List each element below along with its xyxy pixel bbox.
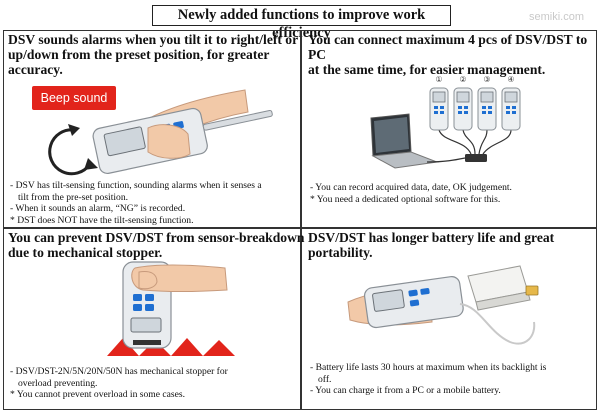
- device-screen: [130, 317, 162, 333]
- battery-heading-line: portability.: [308, 245, 373, 260]
- grid-divider-vertical: [300, 30, 302, 410]
- stopper-note: * You cannot prevent overload in some ca…: [10, 389, 186, 400]
- charging-cable: [459, 303, 536, 345]
- tilt-note: - When it sounds an alarm, “NG” is recor…: [10, 203, 186, 214]
- page-title: Newly added functions to improve work ef…: [152, 5, 451, 41]
- tilt-heading-line: DSV sounds alarms when you tilt it to ri…: [8, 32, 299, 47]
- device-number-label: ③: [483, 75, 490, 84]
- battery-heading-line: DSV/DST has longer battery life and grea…: [308, 230, 555, 245]
- pc-note: - You can record acquired data, date, OK…: [310, 182, 512, 193]
- hand-shape: [138, 271, 158, 290]
- laptop: [370, 113, 439, 169]
- rotation-arrow-head: [68, 124, 80, 136]
- tilt-note: tilt from the pre-set position.: [18, 191, 129, 203]
- grid-divider-horizontal: [3, 227, 597, 229]
- tilt-notes: - DSV has tilt-sensing function, soundin…: [10, 180, 298, 226]
- stopper-heading-line: You can prevent DSV/DST from sensor-brea…: [8, 230, 305, 245]
- device-cables: [438, 129, 512, 155]
- device-screen: [103, 126, 146, 157]
- stopper-heading-line: due to mechanical stopper.: [8, 245, 163, 260]
- pc-heading-line: You can connect maximum 4 pcs of DSV/DST…: [308, 32, 588, 62]
- tilt-heading-line: up/down from the preset position, for gr…: [8, 47, 270, 62]
- tilt-illustration: [48, 89, 273, 176]
- watermark: semiki.com: [528, 11, 584, 23]
- device-4: [501, 87, 521, 131]
- pc-heading: You can connect maximum 4 pcs of DSV/DST…: [308, 32, 600, 77]
- stopper-note: - DSV/DST-2N/5N/20N/50N has mechanical s…: [10, 366, 228, 377]
- stopper-notes: - DSV/DST-2N/5N/20N/50N has mechanical s…: [10, 366, 298, 401]
- device-number-label: ②: [459, 75, 466, 84]
- battery-note: - Battery life lasts 30 hours at maximum…: [310, 362, 547, 373]
- battery-illustration: [347, 265, 539, 345]
- device-1: [429, 87, 449, 131]
- device-shaft: [202, 109, 273, 131]
- hand-shape: [147, 124, 191, 159]
- device-2: [453, 87, 473, 131]
- device-button: [145, 304, 154, 311]
- device-button: [133, 304, 142, 311]
- device-number-label: ④: [507, 75, 514, 84]
- tilt-heading: DSV sounds alarms when you tilt it to ri…: [8, 32, 298, 77]
- tilt-note: * DST does NOT have the tilt-sensing fun…: [10, 214, 194, 226]
- battery-heading: DSV/DST has longer battery life and grea…: [308, 230, 554, 260]
- usb-plug: [525, 285, 539, 296]
- device-3: [477, 87, 497, 131]
- rotation-arrow-head: [84, 158, 98, 170]
- device-screen: [372, 289, 405, 312]
- stopper-note: overload preventing.: [18, 377, 98, 389]
- pc-notes: - You can record acquired data, date, OK…: [310, 182, 594, 205]
- beep-sound-callout: Beep sound: [32, 86, 116, 110]
- device-button: [409, 299, 420, 307]
- stopper-tip: [133, 340, 161, 345]
- device-button: [133, 294, 142, 301]
- pc-note: * You need a dedicated optional software…: [310, 193, 501, 205]
- stopper-heading: You can prevent DSV/DST from sensor-brea…: [8, 230, 304, 260]
- device-button: [420, 287, 430, 295]
- pc-illustration: ① ② ③ ④: [370, 75, 521, 169]
- cable: [426, 157, 466, 163]
- mobile-battery-side: [475, 291, 531, 311]
- battery-note: - You can charge it from a PC or a mobil…: [310, 385, 501, 396]
- tilt-heading-line: accuracy.: [8, 62, 63, 77]
- tilt-note: - DSV has tilt-sensing function, soundin…: [10, 180, 262, 191]
- pc-heading-line: at the same time, for easier management.: [308, 62, 546, 77]
- rotation-arrow: [48, 128, 92, 176]
- device-button: [145, 294, 154, 301]
- battery-notes: - Battery life lasts 30 hours at maximum…: [310, 362, 594, 397]
- device-number-label: ①: [435, 75, 442, 84]
- stopper-illustration: [107, 261, 235, 356]
- impact-burst: [107, 338, 235, 356]
- usb-hub: [465, 154, 487, 162]
- device-button: [408, 289, 418, 297]
- battery-note: off.: [318, 373, 332, 385]
